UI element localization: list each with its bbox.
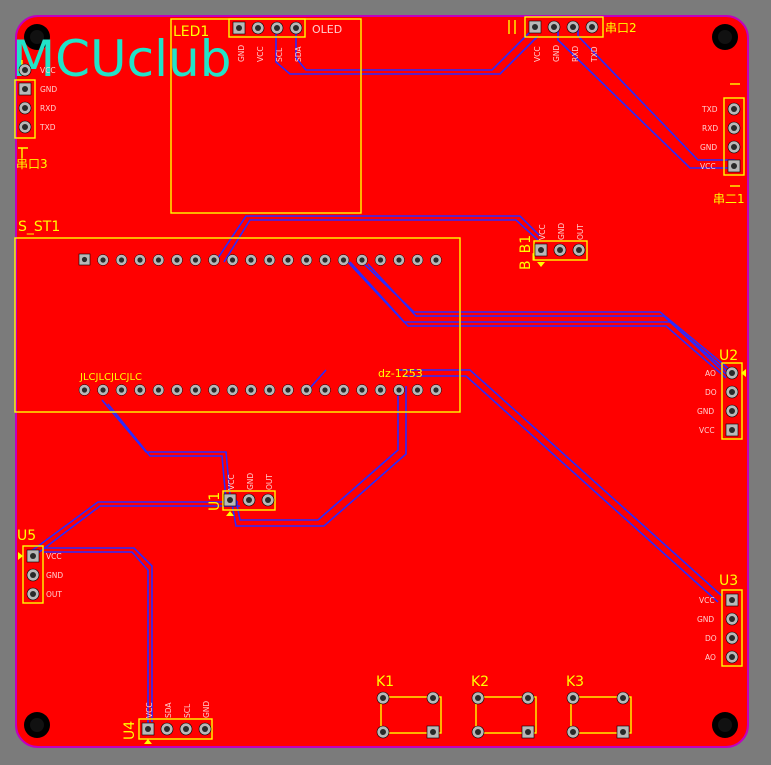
uart3-pin-4: TXD bbox=[39, 123, 56, 132]
u1-pin-2: GND bbox=[246, 473, 255, 490]
u4-pin-2: SDA bbox=[164, 702, 173, 718]
u2-pin-1: AO bbox=[705, 369, 716, 378]
u5-label: U5 bbox=[17, 528, 36, 544]
b-b1-pin-2: GND bbox=[557, 223, 566, 240]
u1-header-pads bbox=[223, 493, 275, 516]
u1-pin-3: OUT bbox=[265, 474, 274, 490]
u3-pin-1: VCC bbox=[699, 596, 715, 605]
uart3-pin-3: RXD bbox=[40, 104, 56, 113]
s-st1-top-row-pads bbox=[78, 253, 442, 266]
traces bbox=[29, 28, 735, 726]
jlc-label: JLCJLCJLCJLC bbox=[79, 372, 142, 383]
oled-pin-4: SDA bbox=[294, 46, 303, 62]
uart1-pin-2: RXD bbox=[702, 124, 718, 133]
u2-pin-4: VCC bbox=[699, 426, 715, 435]
k2-button-pads bbox=[471, 691, 535, 739]
uart1-pin-3: GND bbox=[700, 143, 717, 152]
k2-label: K2 bbox=[471, 674, 489, 690]
uart1-header-pads bbox=[727, 102, 741, 173]
uart2-label: 串口2 bbox=[605, 21, 637, 35]
u4-pin-3: SCL bbox=[183, 703, 192, 718]
u4-label: U4 bbox=[122, 721, 138, 740]
u4-pin-1: VCC bbox=[145, 702, 154, 718]
uart3-pin-1: VCC bbox=[40, 66, 56, 75]
k1-button-pads bbox=[376, 691, 440, 739]
logo-text: MCUclub bbox=[12, 30, 231, 88]
u3-header-pads bbox=[725, 593, 739, 664]
u3-pin-2: GND bbox=[697, 615, 714, 624]
b-b1-pin-1: VCC bbox=[538, 224, 547, 240]
u5-pin-1: VCC bbox=[46, 552, 62, 561]
u2-pin-2: DO bbox=[705, 388, 717, 397]
u1-pin-1: VCC bbox=[227, 474, 236, 490]
dz-label: dz-1253 bbox=[378, 367, 423, 380]
oled-pin-3: SCL bbox=[275, 47, 284, 62]
led1-label: LED1 bbox=[173, 24, 209, 40]
u4-header-pads bbox=[141, 722, 212, 744]
silkscreen-outlines bbox=[14, 16, 745, 740]
u4-pin-4: GND bbox=[202, 701, 211, 718]
u5-pin-2: GND bbox=[46, 571, 63, 580]
uart2-header-pads bbox=[528, 20, 599, 34]
u5-pin-3: OUT bbox=[46, 590, 62, 599]
uart1-label: 串二1 bbox=[713, 192, 745, 206]
uart1-pin-1: TXD bbox=[701, 105, 718, 114]
uart2-pin-1: VCC bbox=[533, 46, 542, 62]
uart3-label: 串口3 bbox=[16, 157, 48, 171]
oled-pin-1: GND bbox=[237, 45, 246, 62]
k3-label: K3 bbox=[566, 674, 584, 690]
u3-pin-4: AO bbox=[705, 653, 716, 662]
uart2-pin-2: GND bbox=[552, 45, 561, 62]
k1-label: K1 bbox=[376, 674, 394, 690]
uart1-pin-4: VCC bbox=[700, 162, 716, 171]
s-st1-label: S_ST1 bbox=[18, 219, 60, 235]
u2-header-pads bbox=[725, 366, 746, 437]
uart3-pin-2: GND bbox=[40, 85, 57, 94]
u3-pin-3: DO bbox=[705, 634, 717, 643]
u2-label: U2 bbox=[719, 348, 738, 364]
k3-button-pads bbox=[566, 691, 630, 739]
oled-label: OLED bbox=[312, 23, 342, 36]
oled-pin-2: VCC bbox=[256, 46, 265, 62]
u3-label: U3 bbox=[719, 573, 738, 589]
u5-header-pads bbox=[18, 549, 40, 601]
b-b1-header-pads bbox=[534, 243, 586, 267]
b-b1-pin-3: OUT bbox=[576, 224, 585, 240]
s-st1-bottom-row-pads bbox=[78, 384, 442, 396]
uart2-pin-4: TXD bbox=[590, 46, 599, 63]
b-b1-label: B_B1 bbox=[518, 235, 534, 270]
oled-header-pads bbox=[232, 21, 303, 35]
uart3-header-pads bbox=[18, 63, 32, 134]
u2-pin-3: GND bbox=[697, 407, 714, 416]
board-substrate bbox=[15, 15, 749, 748]
uart2-pin-3: RXD bbox=[571, 46, 580, 62]
u1-label: U1 bbox=[207, 492, 223, 511]
mounting-holes bbox=[24, 24, 738, 738]
